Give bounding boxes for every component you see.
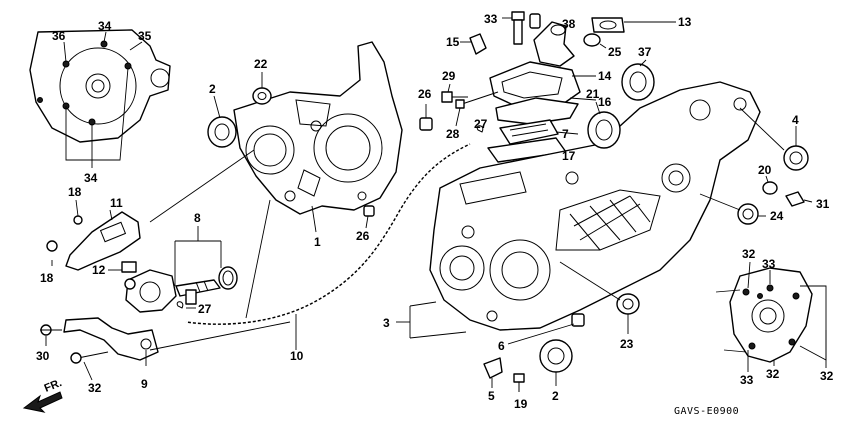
callout-33: 33 [762,257,776,271]
oil-hose [149,142,471,351]
callout-33: 33 [484,12,498,26]
callout-32: 32 [820,369,834,383]
oil-pump-cover-plate [46,211,141,271]
callout-18: 18 [68,185,82,199]
callout-33: 33 [740,373,754,387]
callout-16: 16 [598,95,612,109]
callout-15: 15 [446,35,460,49]
seal-24 [699,193,766,225]
callout-36: 36 [52,29,66,43]
crankcase-leaders [149,149,317,319]
bolt-33-top [502,11,525,45]
screw-28 [455,91,499,127]
dowel-6 [507,313,585,345]
dowel-26-top [419,104,433,131]
callout-13: 13 [678,15,692,29]
callout-18: 18 [40,271,54,285]
clip-27-top [476,125,484,133]
inset-leaders [747,261,827,372]
reed-valve-assy [487,61,597,163]
bolt-19 [513,373,525,392]
callout-27: 27 [474,117,488,131]
dowel-26-mid [363,205,375,229]
bearing-2-bottom [539,339,573,386]
callout-12: 12 [92,263,106,277]
callout-14: 14 [598,69,612,83]
callout-3: 3 [383,316,390,330]
callout-8: 8 [194,211,201,225]
callout-32: 32 [742,247,756,261]
bracket-3 [396,301,467,339]
bearing-37 [621,59,655,101]
callout-11: 11 [110,196,123,210]
crankcase-side-cover [29,29,171,143]
intake-pipe [529,13,575,67]
callout-27: 27 [198,302,212,316]
callout-6: 6 [498,339,505,353]
callout-21: 21 [586,87,600,101]
seal-23 [559,261,640,334]
callout-19: 19 [514,397,528,411]
bolt-29 [441,83,468,103]
callout-34: 34 [84,171,98,185]
callout-25: 25 [608,45,622,59]
left-leaders [45,199,196,381]
bearing-21 [587,101,621,149]
callout-17: 17 [562,149,576,163]
right-crankcase-half [233,41,403,215]
cover-leaders [63,31,143,168]
clip-5 [483,357,503,388]
inset-cover [715,267,813,363]
callout-37: 37 [638,45,652,59]
oil-pump-bracket [40,317,159,364]
front-direction-arrow [22,391,63,413]
drawing-code: GAVS-E0900 [674,406,739,417]
callout-9: 9 [141,377,148,391]
o-ring-25 [583,33,607,49]
callout-2: 2 [552,389,559,403]
callout-4: 4 [792,113,799,127]
washer-20 [762,175,778,195]
bolt-31 [785,191,813,207]
callout-26: 26 [356,229,370,243]
clamp-15 [460,33,487,55]
callout-35: 35 [138,29,152,43]
small-clip-27 [176,301,184,309]
callout-29: 29 [442,69,456,83]
callout-10: 10 [290,349,304,363]
callout-30: 30 [36,349,50,363]
bearing-22 [252,72,272,105]
callout-24: 24 [770,209,784,223]
oil-pump-body [121,226,238,313]
callout-22: 22 [254,57,268,71]
left-crankcase-half [429,81,761,331]
callout-32: 32 [88,381,102,395]
callout-23: 23 [620,337,634,351]
callout-20: 20 [758,163,772,177]
callout-38: 38 [562,17,576,31]
callout-31: 31 [816,197,830,211]
callout-5: 5 [488,389,495,403]
callout-32: 32 [766,367,780,381]
callout-26: 26 [418,87,432,101]
callout-labels: 1 2 2 3 4 5 6 7 8 9 10 11 12 13 14 15 16… [36,12,834,417]
callout-7: 7 [562,127,569,141]
callout-1: 1 [314,235,321,249]
bearing-4 [739,107,809,171]
bearing-2-top [207,95,237,148]
callout-2: 2 [209,82,216,96]
callout-28: 28 [446,127,460,141]
callout-34: 34 [98,19,112,33]
insulator-13 [591,17,676,33]
